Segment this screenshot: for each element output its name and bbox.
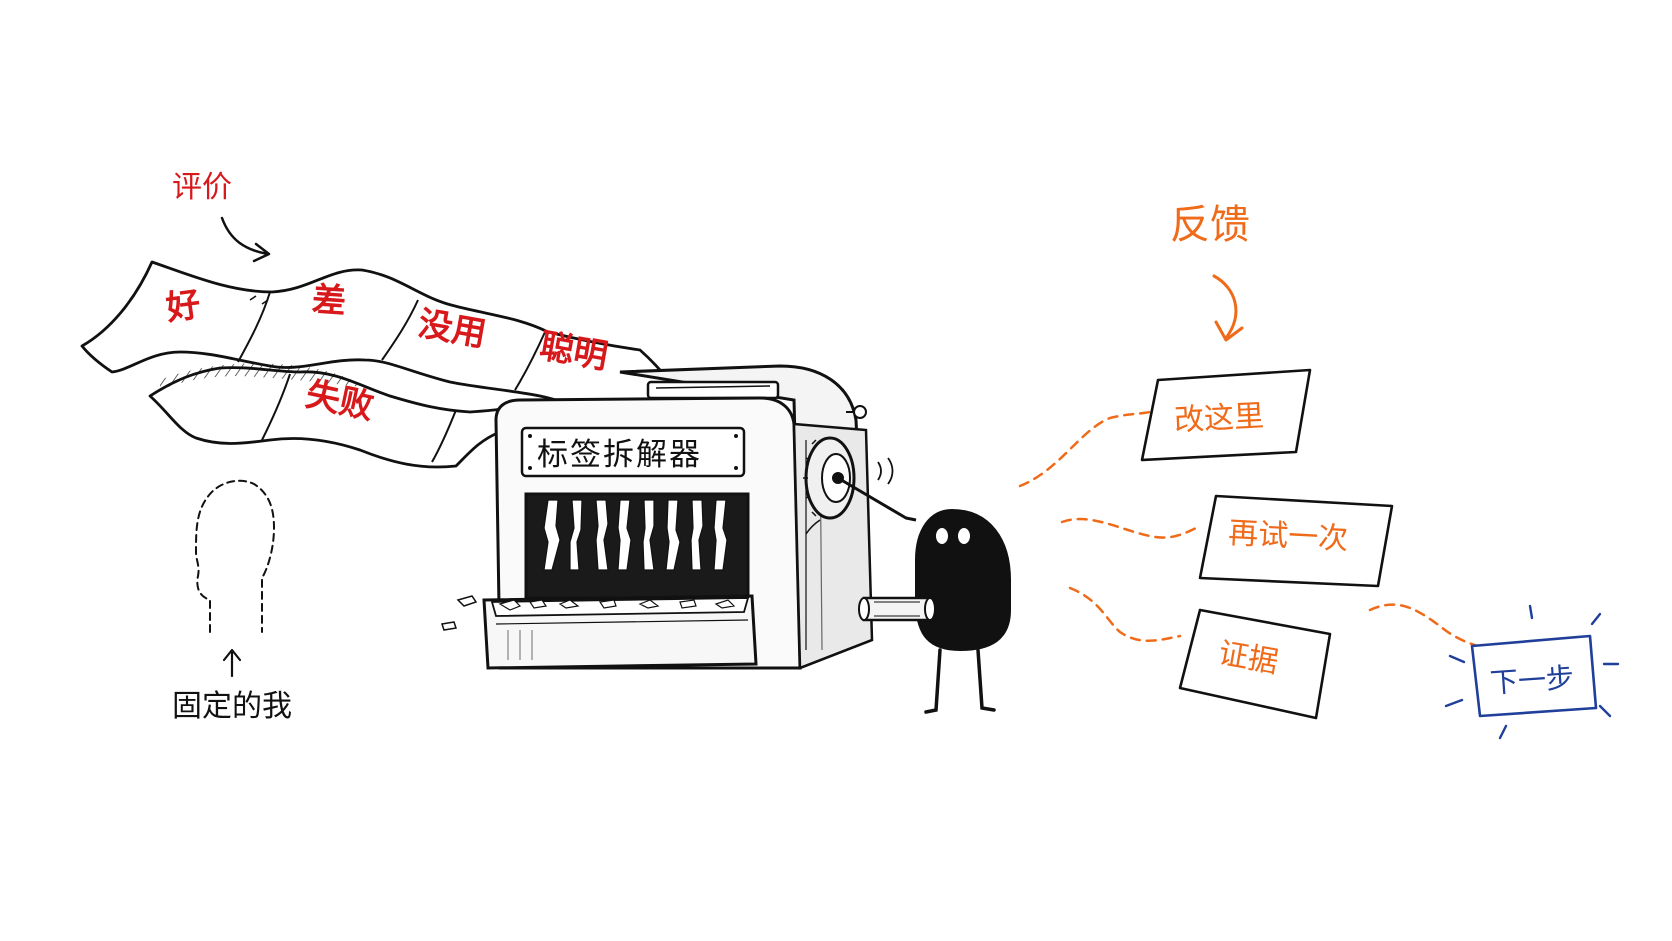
word-bad: 差 <box>311 280 348 322</box>
feedback-label: 反馈 <box>1170 202 1250 248</box>
word-good: 好 <box>163 284 203 328</box>
evaluation-paper-strip-lower <box>148 363 601 469</box>
evaluation-arrow-icon <box>220 216 270 256</box>
feedback-card-try-again-text: 再试一次 <box>1227 516 1349 557</box>
machine-name-label: 标签拆解器 <box>537 437 702 473</box>
machine-name-plate <box>520 426 746 478</box>
fixed-self-label: 固定的我 <box>172 689 292 724</box>
evaluation-arrowhead-icon <box>252 242 271 263</box>
feedback-arrow-icon <box>1212 274 1238 340</box>
feedback-card-fix-here-text: 改这里 <box>1173 399 1265 439</box>
feedback-card-evidence: 证据 <box>1178 608 1332 720</box>
black-character <box>905 508 1011 714</box>
fixed-self-arrow-icon <box>222 648 242 678</box>
evaluation-label: 评价 <box>172 170 232 205</box>
shredded-strips <box>543 499 728 571</box>
label-disassembler-machine: 标签拆解器 <box>441 364 908 670</box>
feedback-card-try-again: 再试一次 <box>1198 494 1394 588</box>
next-step-text: 下一步 <box>1489 661 1575 700</box>
crank-handle <box>858 596 936 622</box>
fixed-self-silhouette <box>194 479 276 633</box>
next-step-burst-icon <box>1444 604 1620 740</box>
feedback-card-fix-here: 改这里 <box>1140 368 1312 462</box>
next-step-card: 下一步 <box>1444 604 1620 740</box>
feedback-arrowhead-icon <box>1214 320 1244 342</box>
feedback-connectors <box>1018 410 1488 650</box>
